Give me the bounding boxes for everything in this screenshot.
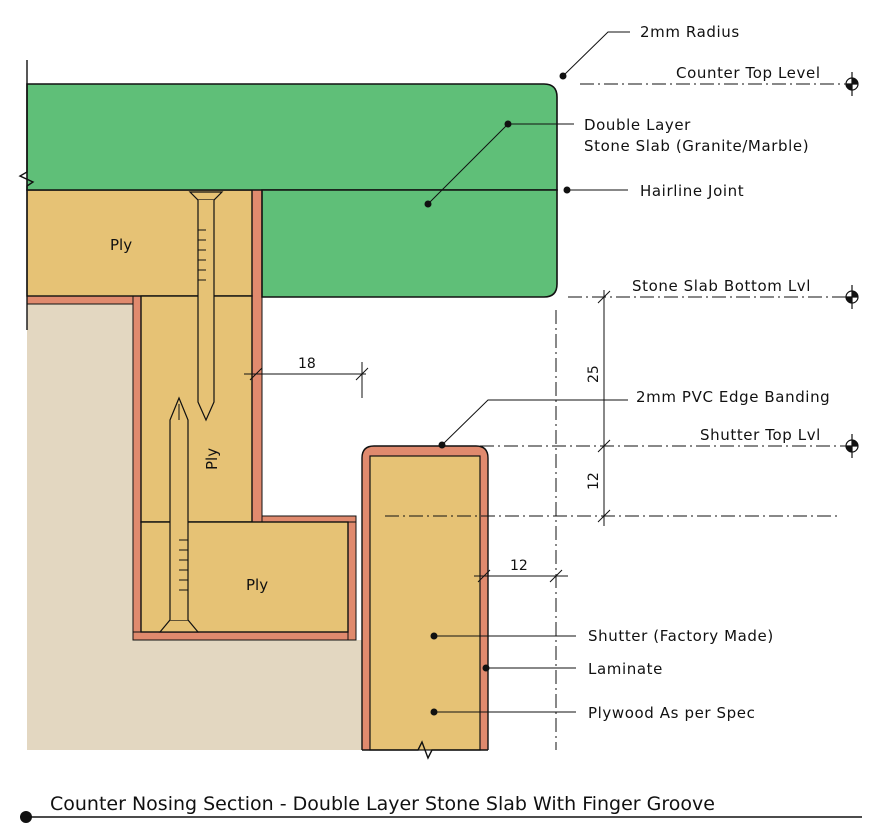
dimension-12-vertical: 12 [586, 472, 602, 490]
shutter-plywood-core [369, 455, 481, 751]
laminate-strip-right-lower [347, 515, 357, 641]
wall-substrate [27, 298, 362, 750]
stone-slab-lower [261, 189, 558, 298]
level-symbol-shutter-top [845, 434, 859, 458]
ply-label-middle: Ply [203, 448, 221, 470]
leader-radius [559, 31, 630, 80]
left-break-line [18, 60, 35, 330]
label-laminate: Laminate [588, 660, 663, 678]
label-radius: 2mm Radius [640, 23, 740, 41]
dimension-12-horizontal-line [474, 569, 568, 583]
screw-bottom [158, 396, 200, 633]
leader-shutter [430, 632, 576, 640]
ply-label-top: Ply [110, 236, 132, 254]
drawing-title: Counter Nosing Section - Double Layer St… [50, 793, 715, 815]
label-hairline-joint: Hairline Joint [640, 182, 744, 200]
laminate-strip-groove-wall [251, 189, 263, 523]
leader-pvc-banding [438, 399, 628, 449]
ply-block-middle [140, 295, 253, 523]
label-stone-slab-bottom: Stone Slab Bottom Lvl [632, 277, 811, 295]
laminate-strip-left [132, 295, 142, 641]
dimension-18-line [244, 362, 369, 398]
stone-slab-upper [26, 83, 558, 191]
dimension-25: 25 [586, 365, 602, 383]
dimension-12-horizontal: 12 [510, 558, 528, 574]
leader-double-layer [424, 120, 574, 208]
leader-laminate [482, 664, 576, 672]
label-shutter-top: Shutter Top Lvl [700, 426, 821, 444]
vertical-dimension [597, 290, 611, 526]
label-double-layer-2: Stone Slab (Granite/Marble) [584, 137, 809, 155]
laminate-strip-bottom [132, 631, 357, 641]
label-plywood: Plywood As per Spec [588, 704, 755, 722]
leader-hairline-joint [563, 186, 628, 194]
laminate-strip-top [26, 295, 141, 305]
ply-label-bottom: Ply [246, 576, 268, 594]
laminate-strip-groove-floor [251, 515, 357, 523]
ply-block-top [26, 189, 253, 297]
level-symbol-counter-top [845, 72, 859, 96]
label-pvc-banding: 2mm PVC Edge Banding [636, 388, 830, 406]
level-symbol-stone-bottom [845, 285, 859, 309]
leader-plywood [430, 708, 576, 716]
screw-top [188, 191, 224, 422]
label-double-layer-1: Double Layer [584, 116, 691, 134]
shutter-break-line [362, 740, 488, 760]
label-shutter: Shutter (Factory Made) [588, 627, 774, 645]
label-counter-top-level: Counter Top Level [676, 64, 821, 82]
dimension-18: 18 [298, 356, 316, 372]
